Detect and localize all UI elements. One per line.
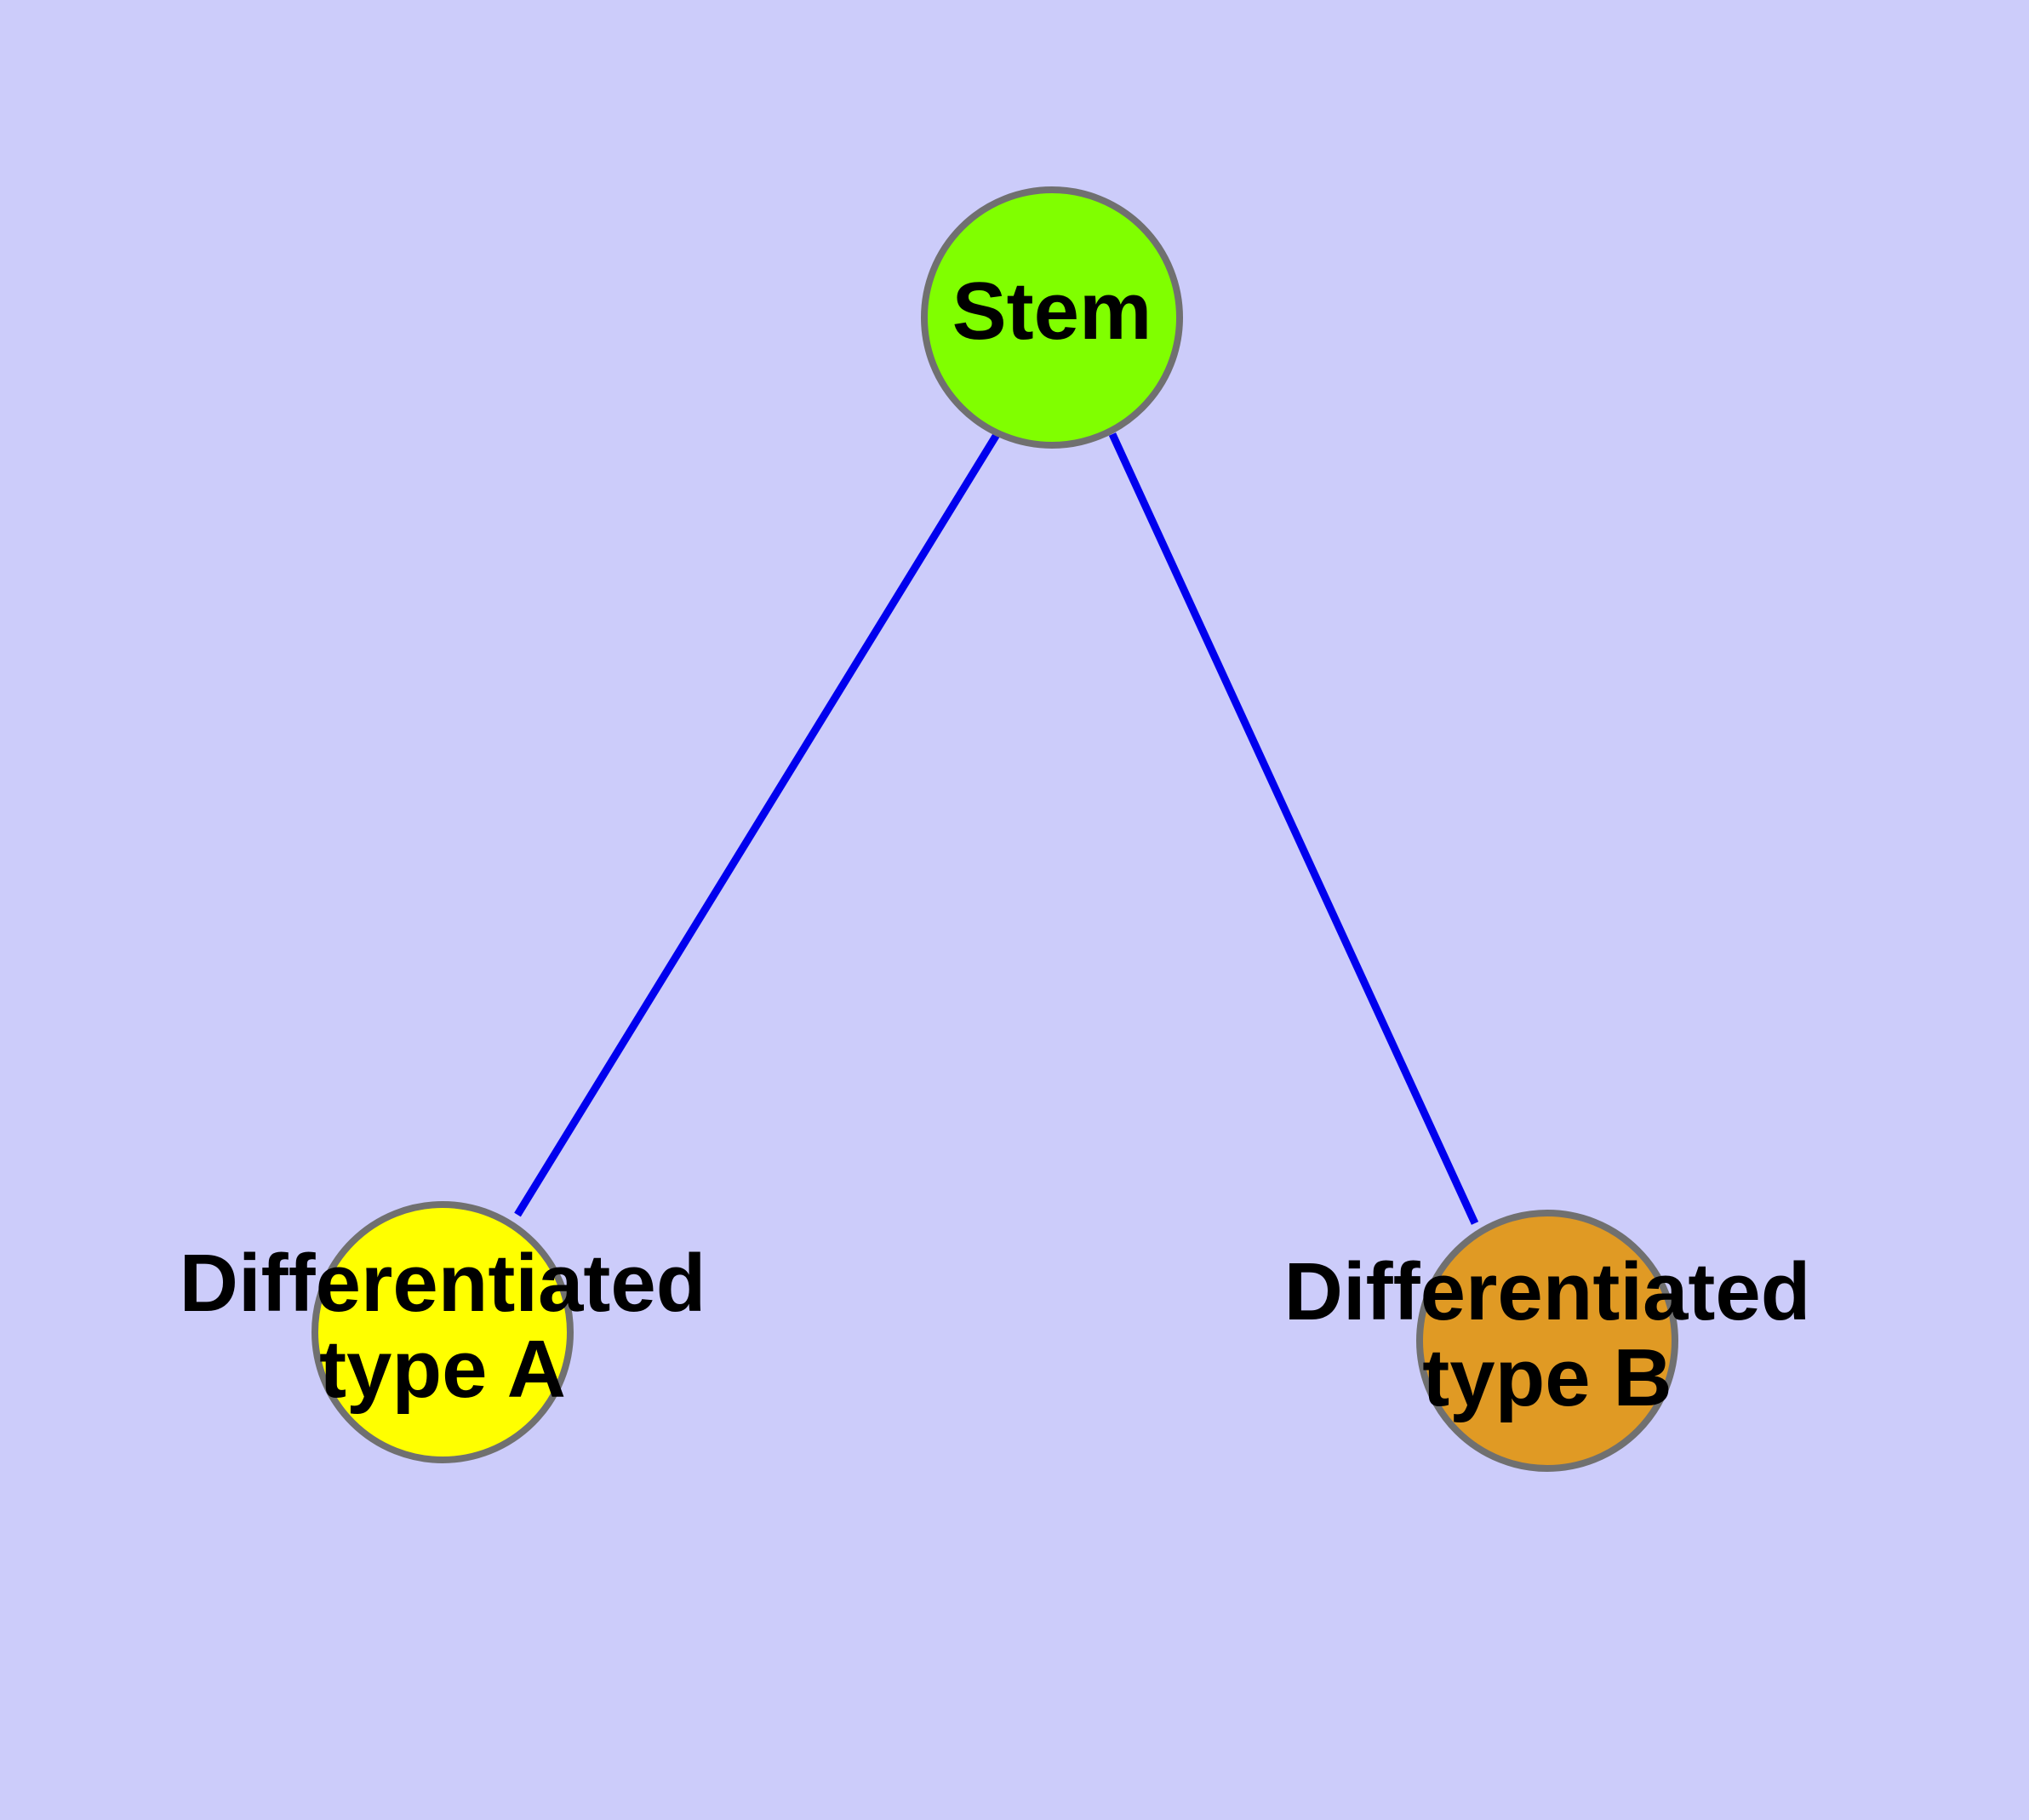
node-diff_a[interactable]: [311, 1201, 574, 1463]
nodes-group: [311, 186, 1678, 1472]
node-diff_b[interactable]: [1416, 1210, 1678, 1472]
edge-stem-to-diff_b[interactable]: [1108, 432, 1479, 1225]
edge-stem-to-diff_a[interactable]: [514, 431, 1001, 1217]
edges-group: [514, 431, 1479, 1225]
node-stem[interactable]: [921, 186, 1183, 449]
